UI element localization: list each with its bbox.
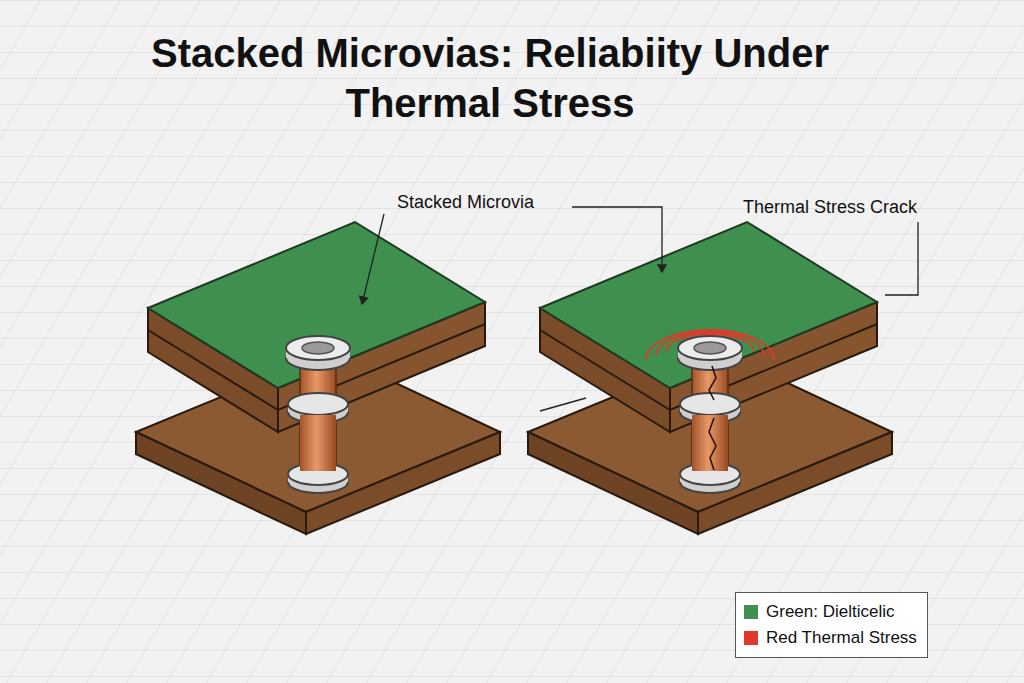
crack-lines [709,366,716,470]
diagram-title: Stacked Microvias: Reliabiity Under Ther… [140,28,840,128]
cracked-via-stack [528,222,892,534]
legend-text: Red Thermal Stress [766,628,917,648]
legend-box: Green: DielticelicRed Thermal Stress [735,592,928,658]
legend-row: Green: Dielticelic [744,599,917,625]
leader-lines [362,207,918,411]
legend-swatch [744,631,758,645]
good-via-stack [136,222,500,534]
callout-label: Thermal Stress Crack [743,197,917,218]
legend-swatch [744,605,758,619]
legend-text: Green: Dielticelic [766,602,895,622]
part-label: Stacked Microvia [397,192,534,213]
legend-row: Red Thermal Stress [744,625,917,651]
stress-arcs [646,330,774,360]
